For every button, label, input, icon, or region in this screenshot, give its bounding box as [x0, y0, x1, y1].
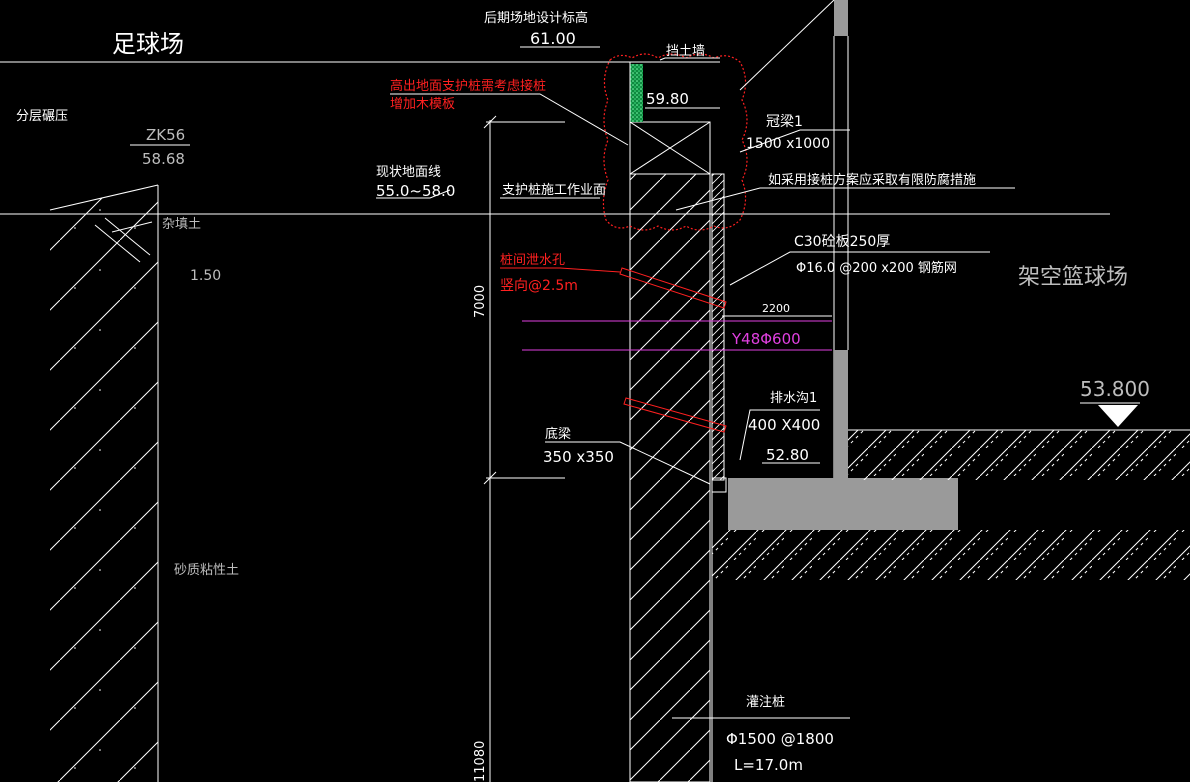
foundation-block: [728, 478, 958, 530]
label-elevated-court: 架空篮球场: [1018, 265, 1128, 290]
left-soil-hatch: [50, 185, 158, 782]
label-slope-ratio: 1.50: [190, 268, 221, 284]
leader-pile-note: [390, 93, 629, 146]
ground-hatch: [712, 530, 1190, 580]
label-pile-note-1: 高出地面支护桩需考虑接桩: [390, 78, 546, 94]
label-layered-compaction: 分层碾压: [16, 109, 68, 124]
bottom-beam-box: [711, 477, 727, 493]
label-slab-spec: C30砼板250厚: [794, 234, 890, 250]
label-mesh-spec: Φ16.0 @200 x200 钢筋网: [796, 260, 957, 276]
label-bottom-beam-name: 底梁: [545, 426, 571, 442]
fill-soil-mark-2: [104, 217, 151, 256]
label-elev-53-800: 53.800: [1080, 377, 1150, 401]
label-fill-soil: 杂填土: [162, 217, 201, 232]
label-pile-work-surface: 支护桩施工作业面: [502, 183, 606, 198]
bored-pile-body: [629, 121, 711, 782]
facing-slab: [711, 173, 725, 481]
floor-hatch: [848, 430, 1190, 480]
label-borehole-id: ZK56: [146, 126, 185, 144]
label-pile-note-2: 增加木模板: [390, 97, 455, 112]
label-bored-pile: 灌注桩: [746, 695, 785, 710]
label-bottom-beam-size: 350 x350: [543, 448, 614, 466]
label-later-design-elev: 后期场地设计标高: [484, 10, 588, 26]
label-sandy-clay: 砂质粘性土: [174, 563, 239, 578]
label-pile-length: L=17.0m: [734, 756, 803, 774]
label-dim-11080: 11080: [473, 741, 488, 782]
label-elev-52-80: 52.80: [766, 446, 809, 464]
leader-bottom-beam: [545, 441, 711, 485]
label-anchor-spec: Y48Φ600: [731, 330, 801, 348]
leader-crown-beam: [739, 129, 850, 153]
leader-anticorrosion: [675, 187, 1015, 211]
fill-soil-mark-1: [94, 224, 141, 263]
dim-slash-2: [483, 471, 497, 485]
label-elev-59-80: 59.80: [646, 90, 689, 108]
label-drain-hole-1: 桩间泄水孔: [500, 253, 565, 268]
diagonal-brace: [739, 0, 835, 91]
label-retaining-wall: 挡土墙: [666, 44, 705, 59]
elev-53800-marker: [1098, 405, 1138, 427]
leader-retaining-wall: [659, 57, 720, 61]
label-drain-ditch-name: 排水沟1: [770, 391, 817, 406]
label-later-design-elev-value: 61.00: [530, 29, 576, 48]
leader-ditch: [739, 409, 820, 461]
label-crown-beam-size: 1500 x1000: [746, 136, 830, 152]
label-dim-7000: 7000: [473, 285, 488, 318]
leader-slab: [729, 251, 990, 286]
retaining-wall-green: [630, 64, 643, 122]
column-top: [834, 0, 848, 36]
crown-beam-x2: [629, 121, 711, 175]
fill-soil-mark-3: [111, 221, 153, 233]
label-existing-ground: 现状地面线: [376, 165, 441, 180]
column-lower: [834, 350, 848, 480]
label-borehole-elev: 58.68: [142, 150, 185, 168]
leader-drain-hole: [500, 267, 621, 273]
leader-existing-ground: [376, 189, 451, 199]
label-anticorrosion: 如采用接桩方案应采取有限防腐措施: [768, 172, 976, 188]
label-drain-ditch-size: 400 X400: [748, 416, 820, 434]
dim-slash-1: [483, 115, 497, 129]
label-pile-spec: Φ1500 @1800: [726, 730, 834, 748]
label-drain-hole-2: 竖向@2.5m: [500, 278, 578, 294]
drain-pipe-1: [619, 267, 727, 309]
drain-pipe-2: [623, 397, 727, 433]
label-crown-beam-name: 冠梁1: [766, 114, 803, 130]
label-existing-ground-range: 55.0~58.0: [376, 182, 455, 200]
label-football-field: 足球场: [112, 30, 184, 58]
label-dim-2200: 2200: [762, 302, 790, 315]
